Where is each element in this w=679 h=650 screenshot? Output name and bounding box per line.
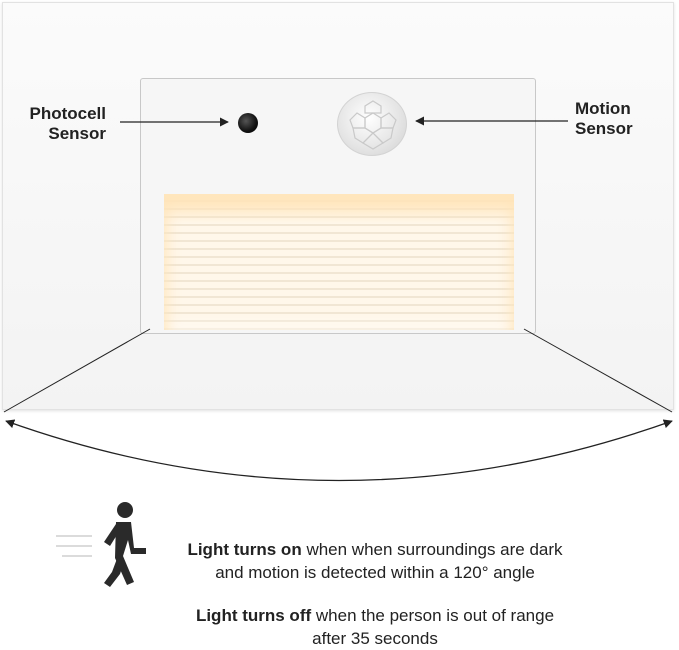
- light-off-line1-rest: when the person is out of range: [311, 606, 555, 625]
- light-on-heading: Light turns on: [187, 540, 302, 559]
- light-on-description: Light turns on when when surroundings ar…: [155, 538, 595, 584]
- photocell-sensor: [238, 113, 258, 133]
- motion-label: Motion Sensor: [575, 99, 633, 139]
- motion-label-line1: Motion: [575, 99, 631, 118]
- motion-sensor-dome: [337, 92, 407, 156]
- motion-label-line2: Sensor: [575, 119, 633, 138]
- photocell-label-line2: Sensor: [48, 124, 106, 143]
- light-off-heading: Light turns off: [195, 606, 312, 625]
- light-on-line2: and motion is detected within a 120° ang…: [215, 563, 535, 582]
- light-off-description: Light turns off when the person is out o…: [145, 604, 605, 650]
- walking-person-icon: [56, 502, 146, 587]
- light-off-line2: after 35 seconds: [312, 629, 438, 648]
- photocell-label: Photocell Sensor: [22, 104, 106, 144]
- angle-ray-right: [523, 328, 673, 413]
- light-on-line1: Light turns on when when surroundings ar…: [155, 538, 595, 561]
- detection-angle-arc: [5, 419, 673, 482]
- light-off-line1: Light turns off when the person is out o…: [145, 604, 605, 627]
- angle-ray-left: [3, 328, 151, 413]
- photocell-label-line1: Photocell: [29, 104, 106, 123]
- light-glow: [164, 194, 514, 224]
- motion-sensor-lens-icon: [349, 100, 397, 150]
- light-on-line1-rest: when when surroundings are dark: [301, 540, 563, 559]
